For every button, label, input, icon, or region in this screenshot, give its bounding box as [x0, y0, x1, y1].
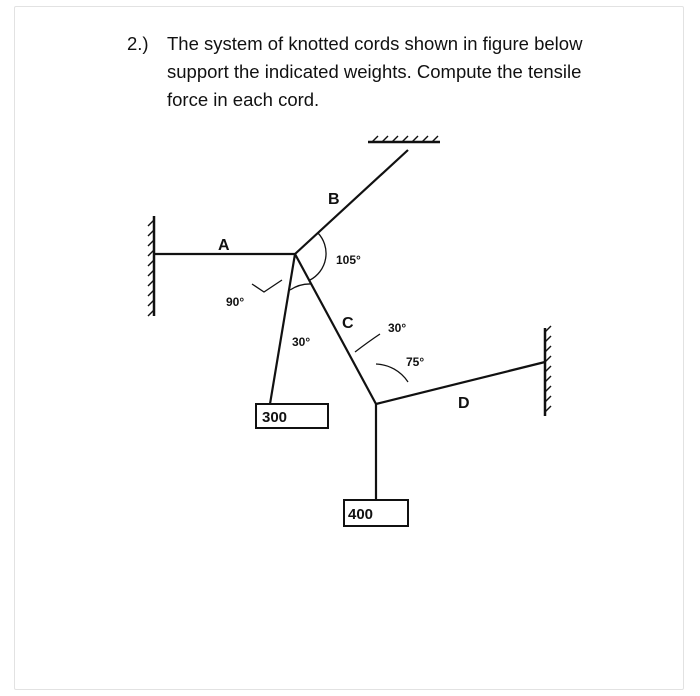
arc-90: [251, 279, 283, 293]
label-A: A: [218, 237, 230, 254]
right-wall-support: [543, 325, 552, 416]
cords: [154, 149, 546, 500]
problem-text: The system of knotted cords shown in fig…: [167, 33, 583, 110]
angle-75-label: 75°: [406, 355, 424, 369]
angle-105-label: 105°: [336, 253, 361, 267]
weight-400-label: 400: [348, 506, 373, 523]
label-D: D: [458, 395, 470, 412]
arc-30-right: [354, 333, 381, 353]
figure-svg: A B C D 105° 90° 30° 30° 75° 300 400: [147, 135, 552, 527]
arc-30-left: [289, 283, 313, 291]
weight-300-label: 300: [262, 409, 287, 426]
cord-C: [294, 253, 377, 405]
cord-left-weight: [268, 253, 297, 405]
angle-30-left-label: 30°: [292, 335, 310, 349]
arc-75: [375, 363, 409, 383]
angle-90-label: 90°: [226, 295, 244, 309]
problem-number: 2.): [127, 33, 149, 54]
left-wall-support: [147, 216, 156, 317]
cord-B: [294, 149, 409, 255]
weight-300: 300: [255, 403, 329, 429]
page-frame: [14, 6, 684, 690]
label-C: C: [342, 315, 354, 332]
cord-D: [375, 360, 546, 406]
arc-105: [309, 232, 327, 281]
weight-400: 400: [343, 499, 409, 527]
knotted-cords-figure: A B C D 105° 90° 30° 30° 75° 300 400: [140, 120, 580, 540]
ceiling-support: [368, 135, 440, 144]
angle-arcs: [251, 232, 409, 383]
angle-30-right-label: 30°: [388, 321, 406, 335]
label-B: B: [328, 191, 340, 208]
